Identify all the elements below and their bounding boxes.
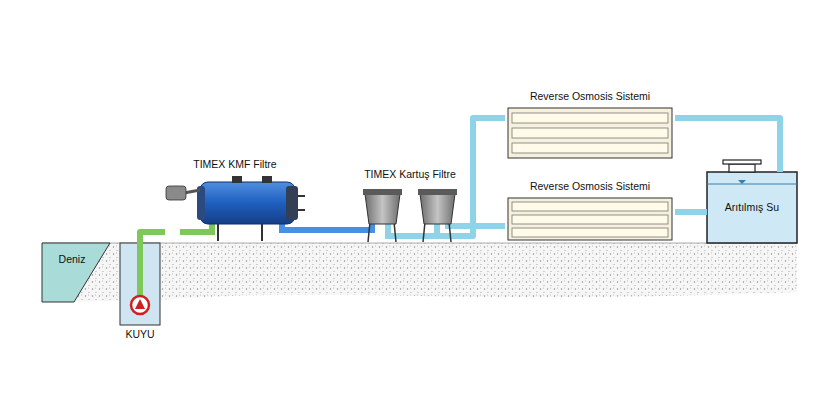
- node-label: TIMEX Kartuş Filtre: [362, 168, 458, 181]
- product-tank: [707, 160, 797, 243]
- pipe: [140, 232, 165, 243]
- node-label: Arıtılmış Su: [723, 201, 781, 214]
- pipe: [675, 118, 780, 172]
- connect-pipe: [388, 224, 465, 236]
- connect-pipe: [434, 224, 440, 236]
- membrane: [512, 113, 668, 123]
- pump-arrow: [135, 299, 145, 309]
- node-label: Deniz: [57, 253, 88, 266]
- well: KUYU: [118, 243, 162, 341]
- filter-end: [286, 186, 298, 220]
- ro-unit: [508, 198, 672, 240]
- kmf-filter: [166, 176, 305, 241]
- vessel-lid: [418, 189, 457, 195]
- ro-system: Reverse Osmosis Sistemi: [505, 180, 675, 242]
- dosing-unit: [166, 186, 186, 200]
- ro-system: Reverse Osmosis Sistemi: [505, 90, 675, 160]
- leg: [423, 222, 425, 242]
- manhole-lid: [723, 160, 761, 164]
- cartridge-filter-node: TIMEX Kartuş Filtre: [355, 168, 465, 242]
- cartridge-vessel: [365, 194, 400, 224]
- valve: [262, 176, 272, 183]
- leg: [217, 222, 219, 241]
- leg: [394, 222, 396, 242]
- vessel-lid: [363, 189, 402, 195]
- node-label: KUYU: [123, 328, 156, 341]
- node-label: Reverse Osmosis Sistemi: [528, 180, 652, 193]
- level-mark: [738, 180, 746, 184]
- cartridge-filters: [355, 189, 465, 242]
- membrane: [512, 128, 668, 138]
- leg: [449, 222, 451, 242]
- membrane: [512, 143, 668, 153]
- inlet-pipe: [180, 224, 212, 232]
- node-label: Reverse Osmosis Sistemi: [528, 90, 652, 103]
- kmf-filter-node: TIMEX KMF Filtre: [165, 158, 305, 240]
- outlet-pipe: [282, 224, 305, 230]
- leg: [368, 222, 370, 242]
- pipe: [675, 209, 707, 215]
- sea: [42, 243, 110, 302]
- ro-frame: [508, 198, 672, 240]
- manhole: [729, 164, 755, 172]
- membrane: [512, 228, 668, 237]
- water-level: [707, 184, 797, 185]
- tank-body: [707, 172, 797, 243]
- pipe: [305, 227, 355, 233]
- well-shaft: [120, 243, 160, 325]
- leg: [261, 222, 263, 241]
- treated-water-tank: Arıtılmış Su: [707, 172, 797, 243]
- node-label: TIMEX KMF Filtre: [191, 158, 278, 171]
- pipe: [465, 223, 505, 229]
- valve: [232, 176, 242, 183]
- ro-unit: [508, 108, 672, 158]
- sea-area: Deniz: [44, 250, 100, 268]
- ro-frame: [508, 108, 672, 158]
- membrane: [512, 202, 668, 211]
- well-pipe: [137, 243, 143, 296]
- fittings: [298, 196, 305, 210]
- filter-body: [200, 182, 295, 224]
- pipe: [465, 118, 505, 236]
- cartridge-vessel: [420, 194, 455, 224]
- pump-symbol: [131, 296, 149, 314]
- membrane: [512, 215, 668, 224]
